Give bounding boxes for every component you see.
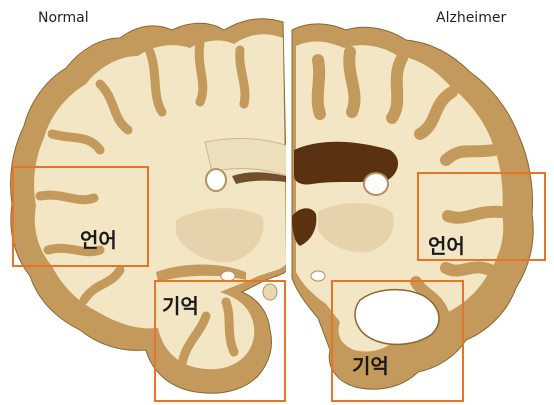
midline-gap (286, 20, 291, 392)
alzheimer-small-dot (311, 271, 325, 281)
normal-panel-title: Normal (38, 10, 89, 26)
normal-memory-label: 기억 (162, 290, 199, 319)
alzheimer-panel-title: Alzheimer (436, 10, 506, 26)
alzheimer-memory-label: 기억 (352, 350, 389, 379)
alzheimer-language-label: 언어 (428, 230, 465, 259)
normal-white-dot (206, 169, 226, 191)
alzheimer-white-dot (364, 173, 388, 195)
alzheimer-memory-box (331, 280, 464, 402)
normal-language-label: 언어 (80, 224, 117, 253)
